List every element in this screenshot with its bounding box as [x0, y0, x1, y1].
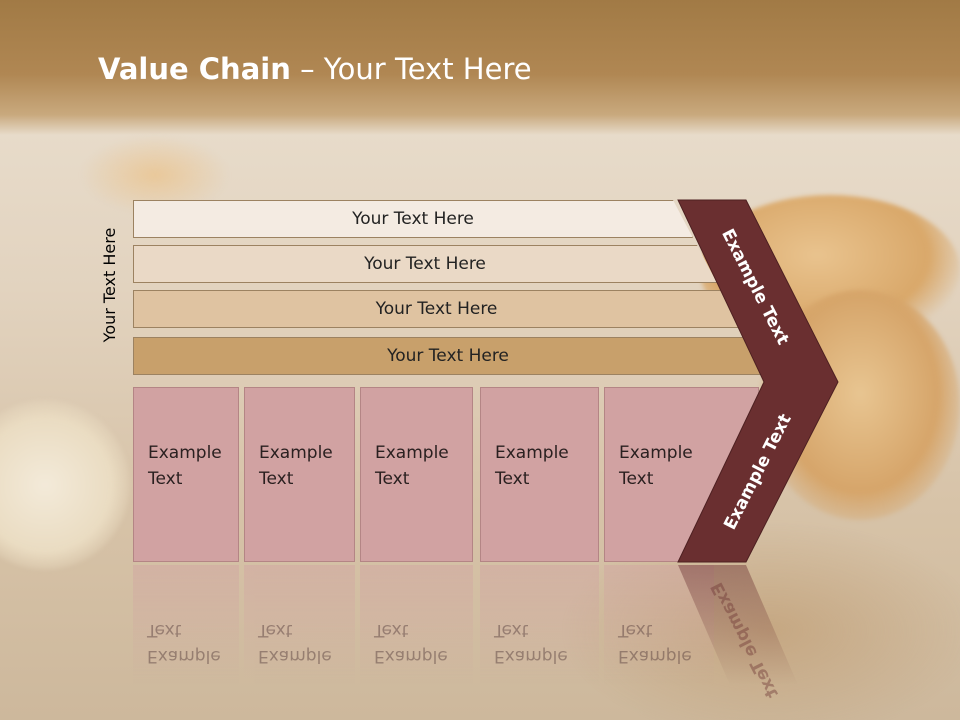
slide-title: Value Chain – Your Text Here	[98, 52, 532, 86]
support-row-4: Your Text Here	[133, 337, 763, 375]
primary-box-line2: Text	[148, 469, 183, 489]
primary-box-line2: Text	[619, 469, 654, 489]
support-row-label: Your Text Here	[387, 346, 509, 366]
title-bold: Value Chain	[98, 52, 291, 86]
primary-box-line2: Text	[375, 469, 410, 489]
primary-box-line2: Text	[495, 469, 530, 489]
spoon-background	[0, 400, 130, 570]
primary-box-line1: Example	[495, 443, 569, 463]
support-row-label: Your Text Here	[352, 209, 474, 229]
support-row-3: Your Text Here	[133, 290, 740, 328]
title-rest: – Your Text Here	[290, 52, 532, 86]
primary-box-line2: Text	[259, 469, 294, 489]
primary-box-line1: Example	[375, 443, 449, 463]
header-band	[0, 0, 960, 135]
chevron-reflection	[678, 565, 798, 685]
primary-box-line1: Example	[148, 443, 222, 463]
chevron-shape	[677, 199, 839, 563]
primary-box-line1: Example	[619, 443, 693, 463]
support-row-1: Your Text Here	[133, 200, 693, 238]
support-row-label: Your Text Here	[375, 299, 498, 319]
support-row-label: Your Text Here	[364, 254, 486, 274]
support-row-2: Your Text Here	[133, 245, 717, 283]
primary-box-line1: Example	[259, 443, 333, 463]
